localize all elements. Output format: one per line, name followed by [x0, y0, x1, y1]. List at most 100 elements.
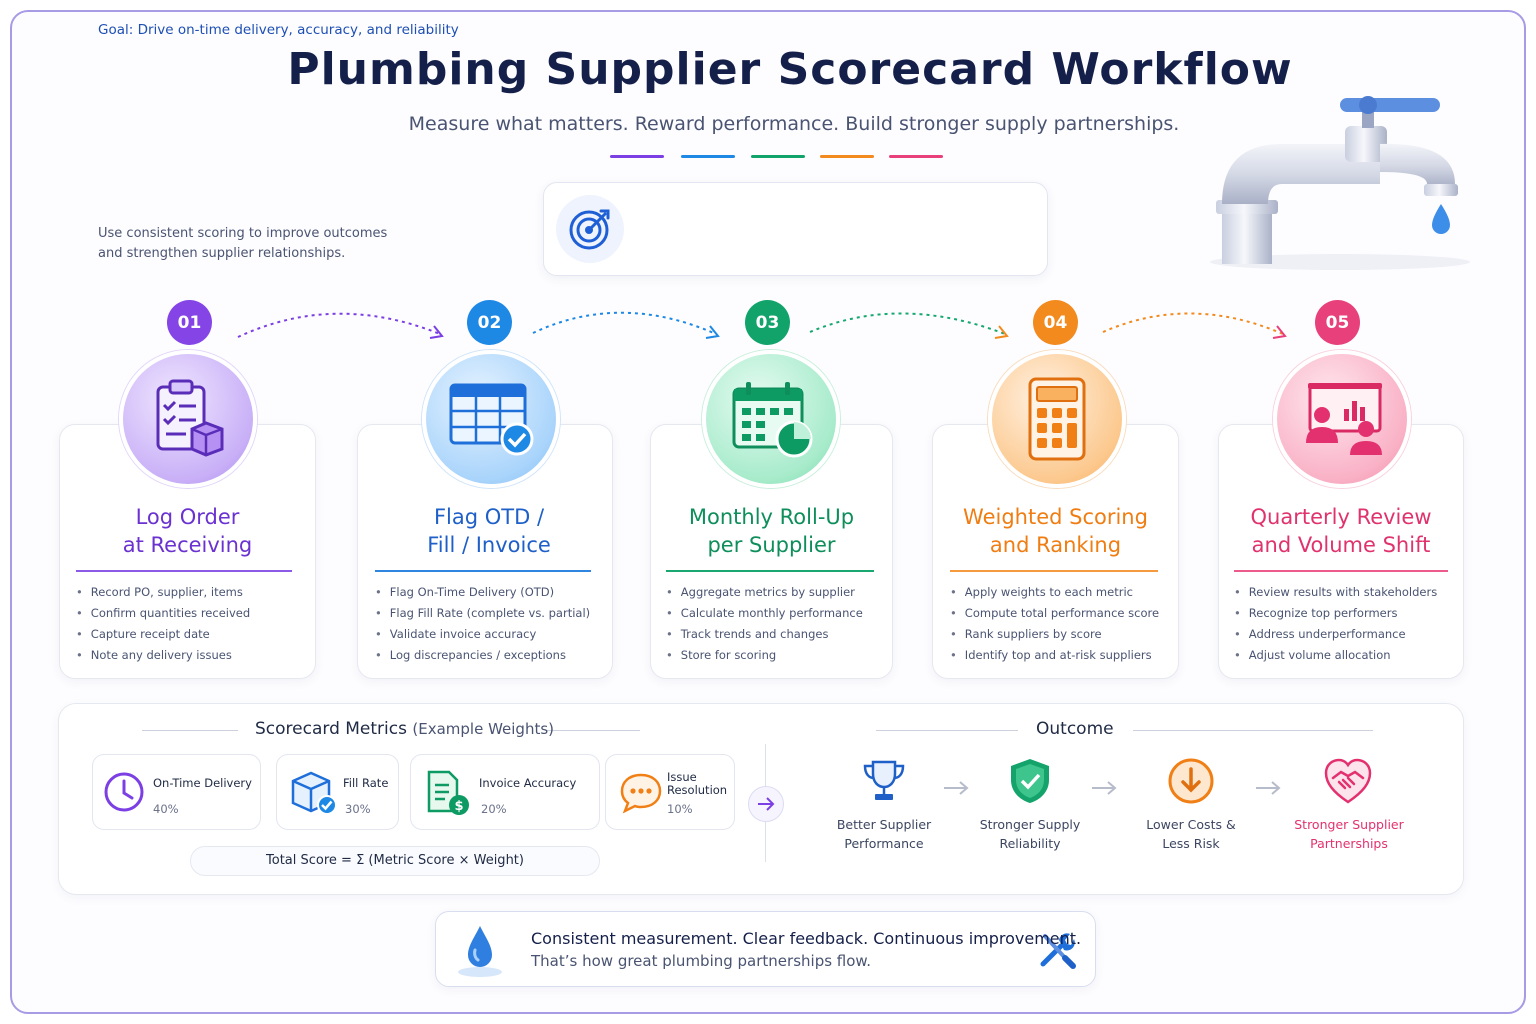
- list-item: Identify top and at-risk suppliers: [950, 645, 1159, 666]
- list-item: Validate invoice accuracy: [375, 624, 590, 645]
- list-item: Review results with stakeholders: [1234, 582, 1437, 603]
- accent-bar-pink: [889, 155, 943, 158]
- arrow-right-icon: [944, 781, 969, 795]
- metric-card-issue-resolution: Issue Resolution 10%: [605, 754, 735, 830]
- step-divider: [76, 570, 292, 572]
- step-2-tasks: Flag On-Time Delivery (OTD) Flag Fill Ra…: [375, 582, 590, 666]
- box-check-icon: [291, 771, 337, 815]
- table-check-icon: [422, 350, 560, 488]
- goal-title: Goal: Drive on-time delivery, accuracy, …: [98, 22, 459, 38]
- metric-weight: 20%: [481, 802, 507, 816]
- list-item: Note any delivery issues: [76, 645, 250, 666]
- outcome-label-line-2: Less Risk: [1162, 836, 1220, 851]
- target-icon: [556, 195, 624, 263]
- accent-bar-green: [751, 155, 805, 158]
- step-title-line-1: Quarterly Review: [1250, 505, 1432, 529]
- step-title-5: Quarterly Review and Volume Shift: [1218, 503, 1464, 559]
- calendar-chart-icon: [702, 350, 840, 488]
- goal-card: [543, 182, 1048, 276]
- step-number-badge: 01: [167, 300, 212, 345]
- step-divider: [950, 570, 1158, 572]
- list-item: Compute total performance score: [950, 603, 1159, 624]
- footer-headline: Consistent measurement. Clear feedback. …: [531, 929, 1082, 948]
- step-number-badge: 04: [1033, 300, 1078, 345]
- metrics-title: Scorecard Metrics: [255, 719, 407, 739]
- step-title-line-2: and Ranking: [989, 533, 1122, 557]
- list-item: Calculate monthly performance: [666, 603, 863, 624]
- invoice-dollar-icon: $: [427, 770, 469, 815]
- metric-card-on-time-delivery: On-Time Delivery 40%: [92, 754, 261, 830]
- step-title-2: Flag OTD / Fill / Invoice: [361, 503, 617, 559]
- step-number-badge: 02: [467, 300, 512, 345]
- step-title-line-2: and Volume Shift: [1251, 533, 1431, 557]
- step-title-line-2: Fill / Invoice: [427, 533, 551, 557]
- step-5-tasks: Review results with stakeholders Recogni…: [1234, 582, 1437, 666]
- list-item: Aggregate metrics by supplier: [666, 582, 863, 603]
- metric-name: Invoice Accuracy: [479, 776, 577, 790]
- goal-description-line-1: Use consistent scoring to improve outcom…: [98, 226, 388, 241]
- section-rule: [1133, 730, 1373, 731]
- outcome-title: Outcome: [1036, 719, 1114, 739]
- list-item: Recognize top performers: [1234, 603, 1437, 624]
- outcome-label-line-1: Stronger Supply: [979, 817, 1081, 832]
- chat-bubble-icon: [620, 773, 662, 814]
- outcome-label-line-2: Partnerships: [1310, 836, 1388, 851]
- water-drop-icon: [458, 926, 502, 977]
- step-title-line-1: Monthly Roll-Up: [688, 505, 855, 529]
- footer-tagline: That’s how great plumbing partnerships f…: [531, 952, 872, 970]
- step-title-4: Weighted Scoring and Ranking: [932, 503, 1179, 559]
- step-title-line-1: Flag OTD /: [433, 505, 545, 529]
- step-title-3: Monthly Roll-Up per Supplier: [650, 503, 893, 559]
- accent-bar-purple: [610, 155, 664, 158]
- outcome-label-line-1: Lower Costs &: [1146, 817, 1236, 832]
- metric-card-fill-rate: Fill Rate 30%: [276, 754, 399, 830]
- list-item: Address underperformance: [1234, 624, 1437, 645]
- arrow-right-icon: [748, 786, 784, 822]
- trophy-icon: [863, 760, 905, 800]
- metric-weight: 40%: [153, 802, 179, 816]
- list-item: Record PO, supplier, items: [76, 582, 250, 603]
- step-connector-arrows: [237, 311, 1287, 339]
- step-title-line-2: at Receiving: [122, 533, 253, 557]
- metric-card-invoice-accuracy: $ Invoice Accuracy 20%: [410, 754, 600, 830]
- list-item: Adjust volume allocation: [1234, 645, 1437, 666]
- clipboard-checklist-icon: [119, 350, 257, 488]
- section-rule: [876, 730, 1018, 731]
- step-title-line-2: per Supplier: [707, 533, 836, 557]
- step-title-line-1: Log Order: [135, 505, 240, 529]
- metric-weight: 30%: [345, 802, 371, 816]
- total-score-formula: Total Score = Σ (Metric Score × Weight): [190, 846, 600, 876]
- clock-icon: [104, 772, 144, 812]
- list-item: Confirm quantities received: [76, 603, 250, 624]
- step-divider: [666, 570, 874, 572]
- metric-weight: 10%: [667, 802, 693, 816]
- section-rule: [545, 730, 640, 731]
- outcome-label-4: Stronger Supplier Partnerships: [1283, 815, 1415, 853]
- footer-banner: [435, 911, 1096, 987]
- presentation-meeting-icon: [1273, 350, 1411, 488]
- step-divider: [375, 570, 591, 572]
- accent-bar-orange: [820, 155, 874, 158]
- metrics-heading: Scorecard Metrics (Example Weights): [255, 719, 554, 739]
- list-item: Flag Fill Rate (complete vs. partial): [375, 603, 590, 624]
- metric-name-line-1: Issue: [667, 770, 697, 784]
- step-title-1: Log Order at Receiving: [59, 503, 316, 559]
- arrow-right-icon: [1256, 781, 1281, 795]
- metric-name: On-Time Delivery: [153, 776, 252, 790]
- list-item: Capture receipt date: [76, 624, 250, 645]
- calculator-icon: [988, 350, 1126, 488]
- outcome-label-line-2: Reliability: [999, 836, 1061, 851]
- list-item: Flag On-Time Delivery (OTD): [375, 582, 590, 603]
- arrow-right-icon: [1092, 781, 1117, 795]
- down-arrow-coin-icon: [1168, 758, 1214, 804]
- metric-name-line-2: Resolution: [667, 783, 728, 797]
- outcome-label-line-1: Better Supplier: [836, 817, 932, 832]
- list-item: Log discrepancies / exceptions: [375, 645, 590, 666]
- outcome-label-3: Lower Costs & Less Risk: [1131, 815, 1251, 853]
- step-4-tasks: Apply weights to each metric Compute tot…: [950, 582, 1159, 666]
- list-item: Track trends and changes: [666, 624, 863, 645]
- step-1-tasks: Record PO, supplier, items Confirm quant…: [76, 582, 250, 666]
- wrench-screwdriver-icon: [1040, 933, 1076, 969]
- accent-bar-blue: [681, 155, 735, 158]
- list-item: Store for scoring: [666, 645, 863, 666]
